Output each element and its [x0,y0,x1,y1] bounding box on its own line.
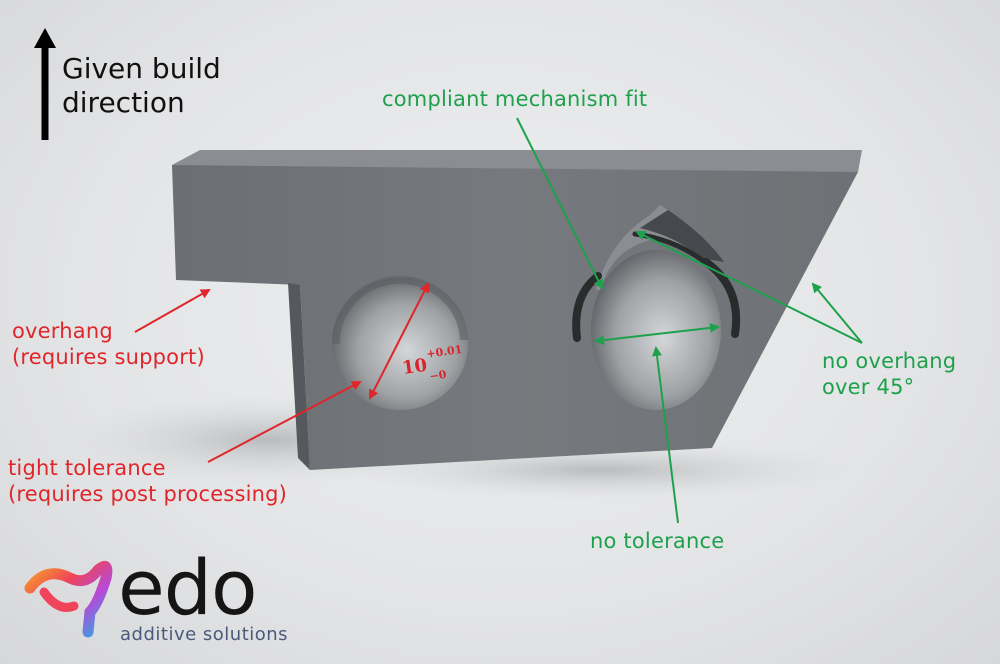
no-overhang-arrow-1 [635,231,863,344]
no-overhang-line2: over 45° [822,375,915,399]
tight-tolerance-label: tight tolerance (requires post processin… [8,455,287,507]
tight-tolerance-line1: tight tolerance [8,456,166,480]
compliant-arrow [516,117,603,290]
compliant-slot [572,272,602,342]
no-overhang-arrow-2 [811,282,863,344]
no-overhang-label: no overhang over 45° [822,348,956,400]
no-tolerance-arrow [652,346,679,524]
diameter-dimension [369,282,429,400]
build-direction-line2: direction [62,86,185,119]
build-direction-label: Given build direction [62,52,221,120]
overhang-line1: overhang [12,319,113,343]
tight-tolerance-arrow [207,381,362,463]
no-tolerance-label: no tolerance [590,529,725,553]
build-direction-line1: Given build [62,52,221,85]
tolerance-lower: −0 [428,367,448,384]
tolerance-nominal: 10 [400,354,429,380]
tight-tolerance-line2: (requires post processing) [8,482,288,506]
overhang-label: overhang (requires support) [12,318,205,370]
logo-tagline: additive solutions [120,624,289,645]
compliant-label: compliant mechanism fit [382,87,648,111]
overhang-arrow [134,289,211,333]
logo-wordmark: edo [118,543,257,632]
overhang-line2: (requires support) [12,345,205,369]
build-direction-arrow [34,28,56,140]
no-overhang-line1: no overhang [822,349,957,373]
fit-dimension [594,322,720,346]
edo-logo-mark [24,561,113,638]
right-hole [591,250,721,410]
